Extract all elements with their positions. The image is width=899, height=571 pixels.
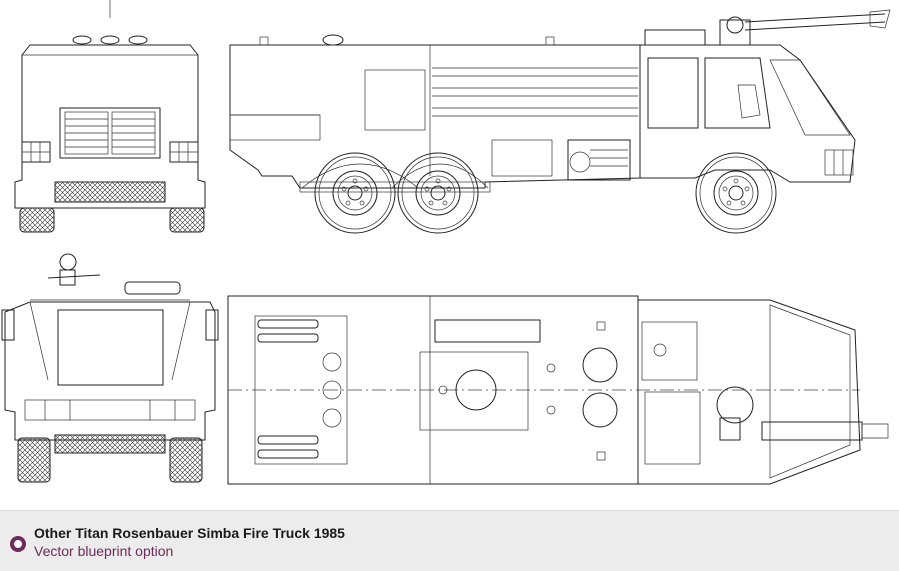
blueprint-drawing: [1, 0, 891, 485]
radio-dot-icon: [10, 536, 26, 552]
caption-bar: Other Titan Rosenbauer Simba Fire Truck …: [0, 510, 899, 571]
caption-title[interactable]: Other Titan Rosenbauer Simba Fire Truck …: [34, 525, 345, 541]
side-view: [229, 9, 891, 234]
front-view: [14, 35, 206, 233]
rear-view: [1, 253, 219, 483]
caption-subtitle[interactable]: Vector blueprint option: [34, 543, 174, 559]
top-view: [227, 295, 889, 485]
